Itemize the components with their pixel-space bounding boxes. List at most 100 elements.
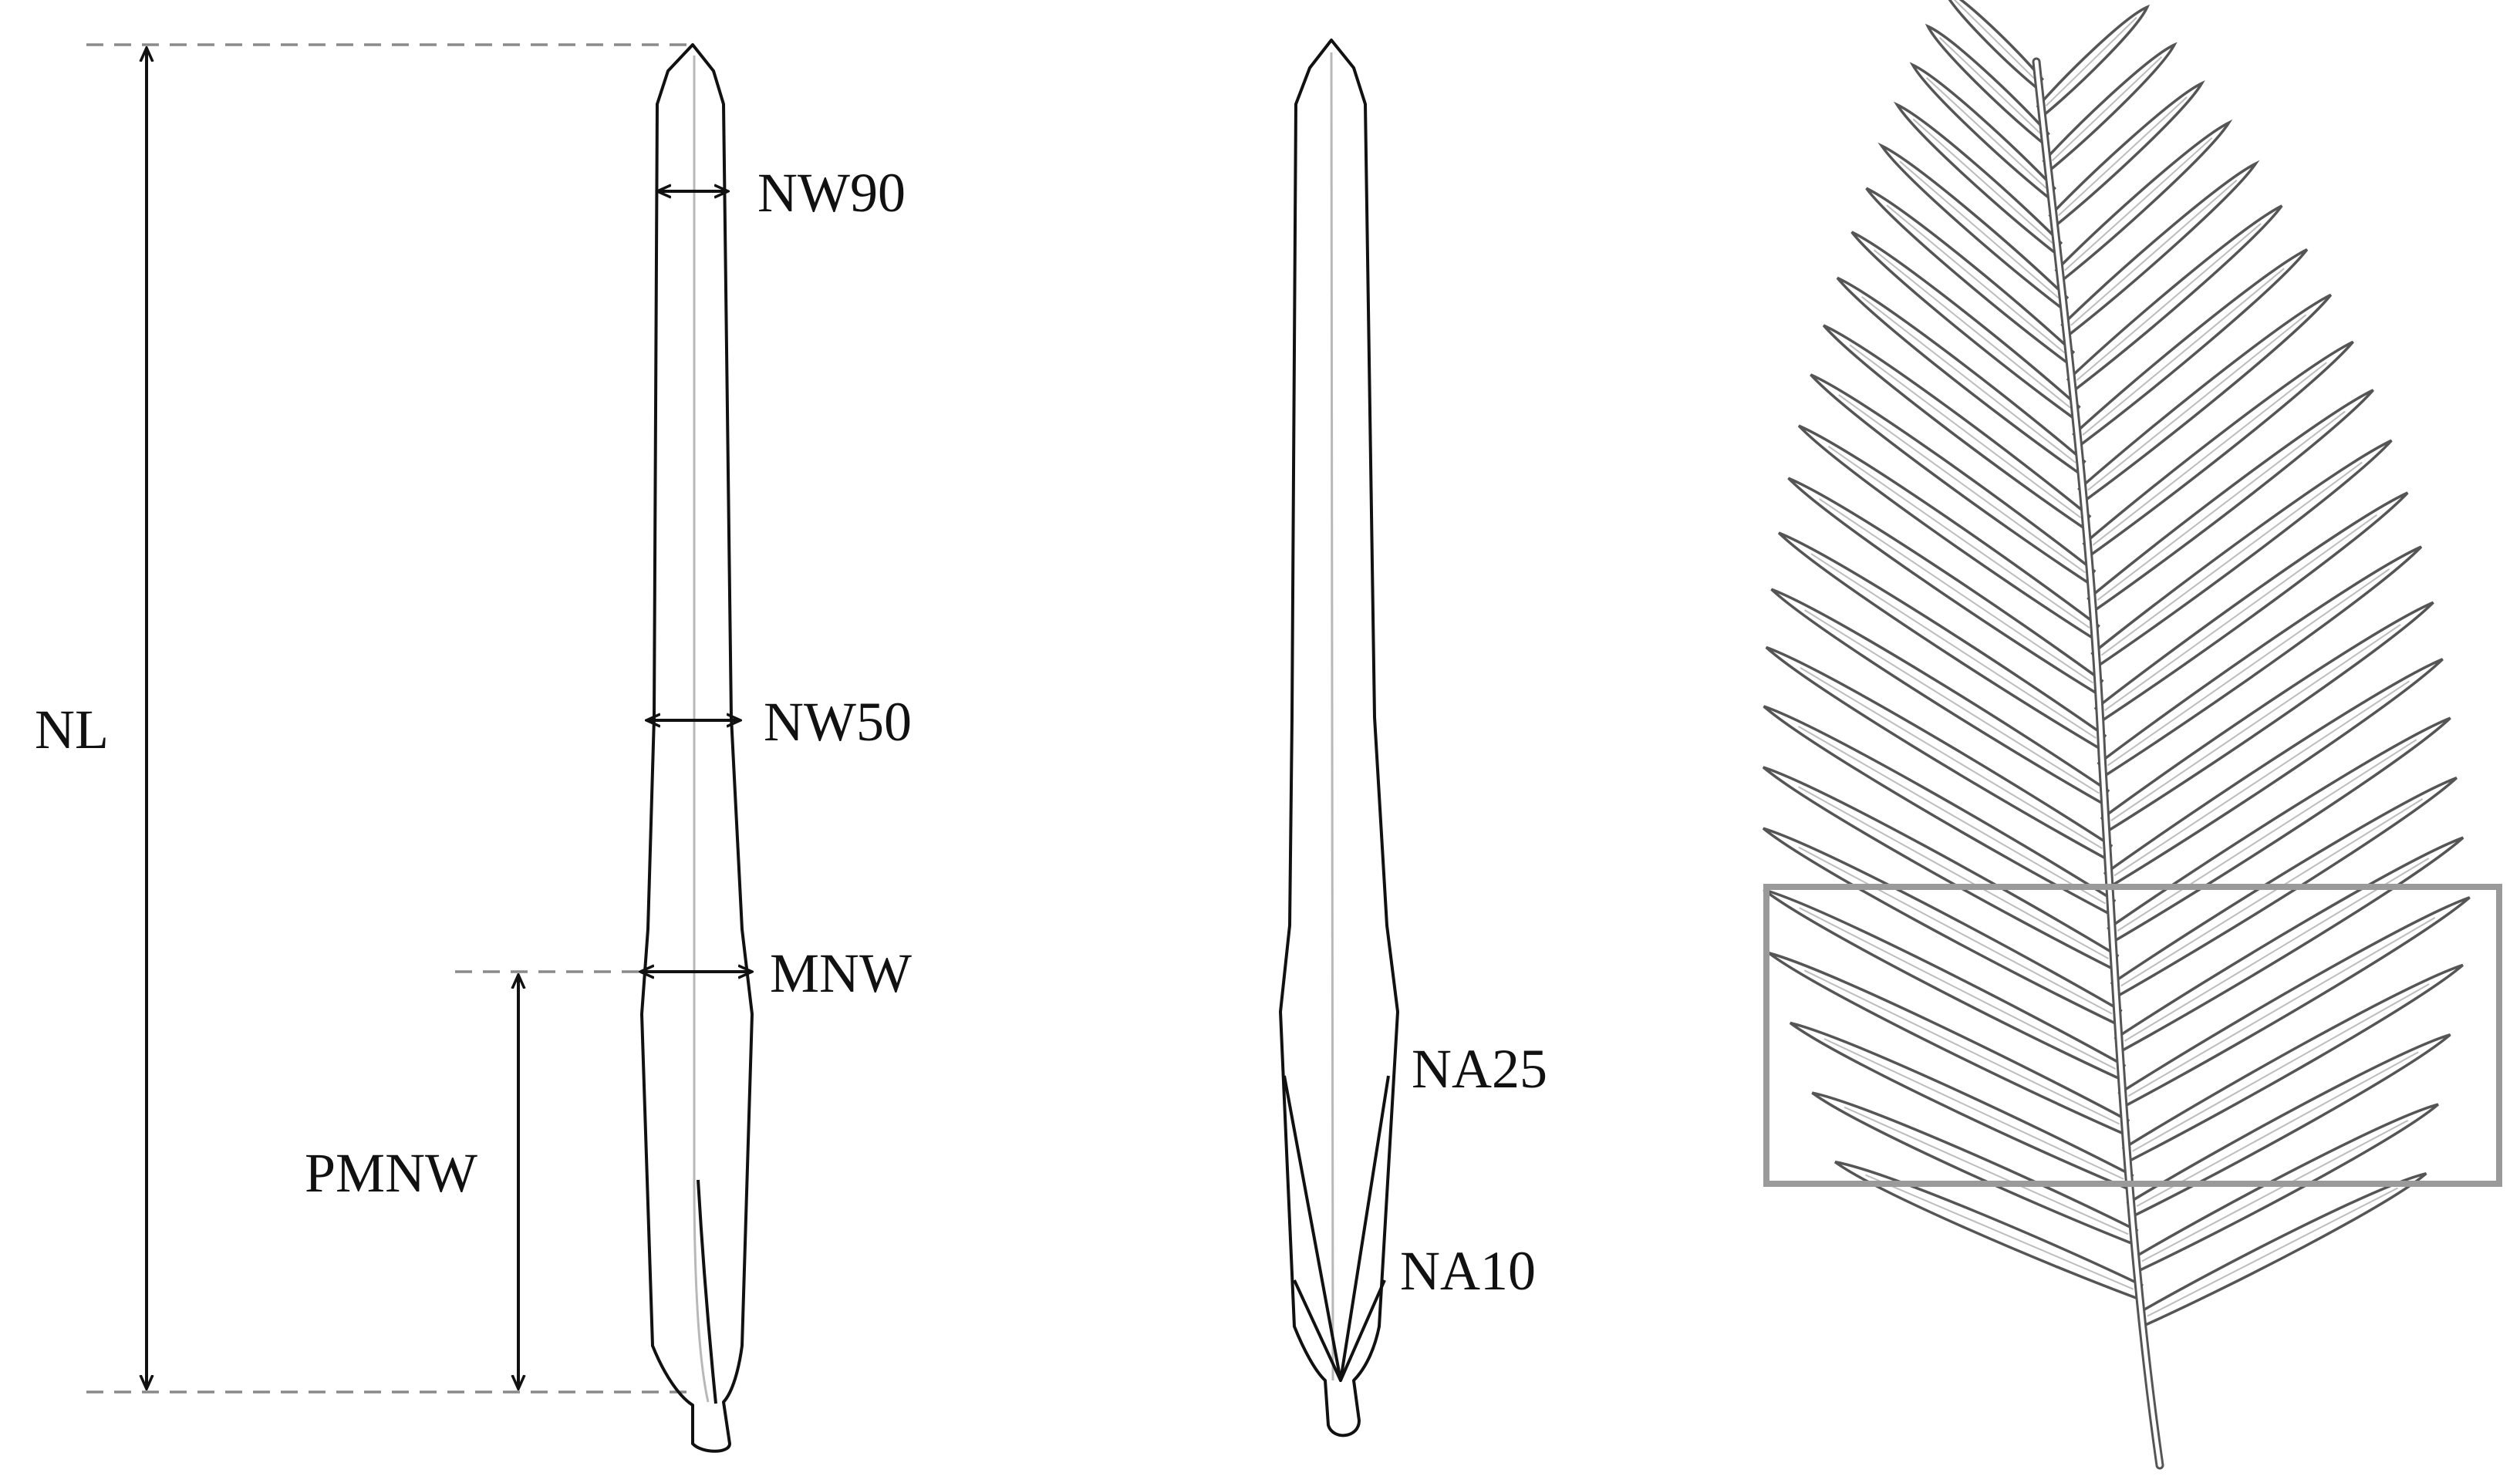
shoot-illustration bbox=[1762, 0, 2502, 1470]
shoot-needle bbox=[2110, 776, 2458, 997]
shoot-needle-blade bbox=[2117, 896, 2471, 1107]
na25-label: NA25 bbox=[1412, 1038, 1547, 1100]
shoot-needle bbox=[2090, 439, 2393, 666]
shoot-needle bbox=[1762, 827, 2123, 1025]
nw90-label: NW90 bbox=[757, 162, 906, 224]
shoot-needles bbox=[1762, 0, 2471, 1327]
shoot-needle bbox=[2060, 160, 2260, 336]
shoot-needle-vein bbox=[2113, 680, 2410, 877]
nw50-label: NW50 bbox=[764, 691, 912, 753]
shoot-needle-vein bbox=[1886, 204, 2066, 354]
shoot-needle bbox=[1765, 645, 2113, 860]
shoot-needle bbox=[1810, 373, 2097, 584]
shoot-needle bbox=[1836, 276, 2087, 474]
shoot-needle-vein bbox=[1899, 160, 2060, 299]
shoot-needle bbox=[1850, 231, 2081, 419]
shoot-needle-vein bbox=[1838, 394, 2087, 574]
nl-label: NL bbox=[35, 699, 109, 760]
needle-middle-midrib bbox=[1330, 52, 1334, 1381]
shoot-needle bbox=[2048, 80, 2205, 226]
shoot-needle bbox=[2042, 42, 2178, 171]
shoot-needle-vein bbox=[2110, 624, 2401, 821]
shoot-needle-vein bbox=[2104, 514, 2377, 711]
shoot-needle-vein bbox=[1912, 118, 2053, 244]
na10-label: NA10 bbox=[1400, 1240, 1536, 1302]
shoot-needle bbox=[2113, 836, 2464, 1053]
shoot-needle-blade bbox=[1789, 1021, 2134, 1190]
shoot-needle bbox=[2121, 963, 2464, 1162]
selection-box bbox=[1763, 884, 2502, 1187]
shoot-needle bbox=[1777, 531, 2107, 750]
shoot-needle-vein bbox=[1803, 969, 2120, 1125]
shoot-needle-vein bbox=[1797, 786, 2110, 959]
shoot-needle bbox=[2103, 658, 2444, 887]
shoot-needle-vein bbox=[1938, 36, 2041, 134]
shoot-needle-vein bbox=[2147, 1187, 2398, 1317]
shoot-needle-vein bbox=[2082, 268, 2285, 436]
shoot-needle-vein bbox=[2064, 137, 2213, 271]
shoot-needle-vein bbox=[1827, 445, 2090, 629]
shoot-needle-vein bbox=[1874, 249, 2071, 409]
shoot-needle-vein bbox=[1849, 344, 2082, 519]
needle-left-outline bbox=[640, 43, 754, 1453]
shoot-needle-vein bbox=[1865, 1174, 2134, 1290]
shoot-needle bbox=[2097, 545, 2423, 777]
pmnw-label: PMNW bbox=[305, 1142, 477, 1204]
needle-left-petiole-line bbox=[697, 1179, 717, 1404]
shoot-needle-vein bbox=[1925, 77, 2047, 189]
shoot-needle-vein bbox=[1800, 667, 2103, 849]
shoot-needle-vein bbox=[1844, 1106, 2129, 1235]
shoot-needle-blade bbox=[1763, 705, 2117, 915]
shoot-needle-vein bbox=[1860, 296, 2076, 463]
shoot-needle bbox=[1909, 62, 2056, 199]
shoot-needle-blade bbox=[2126, 1033, 2451, 1218]
shoot-needle-vein bbox=[2120, 798, 2424, 987]
shoot-needle bbox=[2066, 204, 2283, 391]
shoot-needle-vein bbox=[2070, 179, 2238, 326]
shoot-needle-vein bbox=[2117, 739, 2417, 932]
shoot-needle-vein bbox=[2045, 16, 2137, 106]
shoot-needle bbox=[1787, 477, 2104, 694]
shoot-needle-blade bbox=[2113, 836, 2464, 1053]
shoot-needle bbox=[1797, 424, 2100, 639]
shoot-needle-vein bbox=[2051, 56, 2163, 162]
shoot-needle-blade bbox=[2121, 963, 2464, 1162]
shoot-needle bbox=[2082, 340, 2354, 556]
shoot-needle bbox=[1822, 324, 2092, 529]
shoot-needle bbox=[2036, 4, 2151, 116]
shoot-needle bbox=[1865, 187, 2076, 364]
shoot-needle-vein bbox=[1823, 1038, 2124, 1180]
shoot-needle bbox=[2126, 1033, 2451, 1218]
shoot-needle-blade bbox=[1765, 645, 2113, 860]
shoot-needle bbox=[2077, 293, 2333, 501]
shoot-needle-vein bbox=[1952, 0, 2035, 79]
shoot-needle-vein bbox=[2127, 917, 2436, 1097]
shoot-needle-vein bbox=[1798, 725, 2106, 905]
shoot-needle-vein bbox=[1804, 609, 2100, 794]
shoot-needle-blade bbox=[1762, 766, 2120, 970]
shoot-needle-blade bbox=[2137, 1171, 2427, 1327]
shoot-needle bbox=[1925, 23, 2050, 143]
shoot-needle-vein bbox=[2132, 983, 2430, 1152]
needle-middle-outline bbox=[1279, 39, 1399, 1437]
shoot-needle-vein bbox=[1810, 553, 2097, 739]
shoot-needle-vein bbox=[2100, 461, 2363, 656]
shoot-needle-vein bbox=[2058, 96, 2188, 217]
shoot-needle-vein bbox=[2087, 314, 2307, 491]
needle-middle-panel: NA25 NA10 bbox=[1279, 39, 1547, 1437]
needle-left-panel: NW90 NW50 MNW NL PMNW bbox=[35, 43, 912, 1453]
shoot-needle bbox=[1789, 1021, 2134, 1190]
shoot-needle bbox=[1893, 101, 2063, 254]
shoot-needle-vein bbox=[2136, 1051, 2419, 1207]
shoot-needle-vein bbox=[2092, 362, 2327, 546]
shoot-needle bbox=[2137, 1171, 2427, 1327]
shoot-needle-vein bbox=[1798, 846, 2113, 1015]
shoot-needle-vein bbox=[2107, 568, 2390, 767]
shoot-needle-vein bbox=[1819, 498, 2094, 684]
shoot-needle bbox=[2131, 1103, 2440, 1272]
shoot-needle bbox=[1762, 766, 2120, 970]
shoot-needle bbox=[1941, 0, 2044, 89]
shoot-needle bbox=[1770, 588, 2110, 804]
shoot-needle-blade bbox=[1762, 827, 2123, 1025]
